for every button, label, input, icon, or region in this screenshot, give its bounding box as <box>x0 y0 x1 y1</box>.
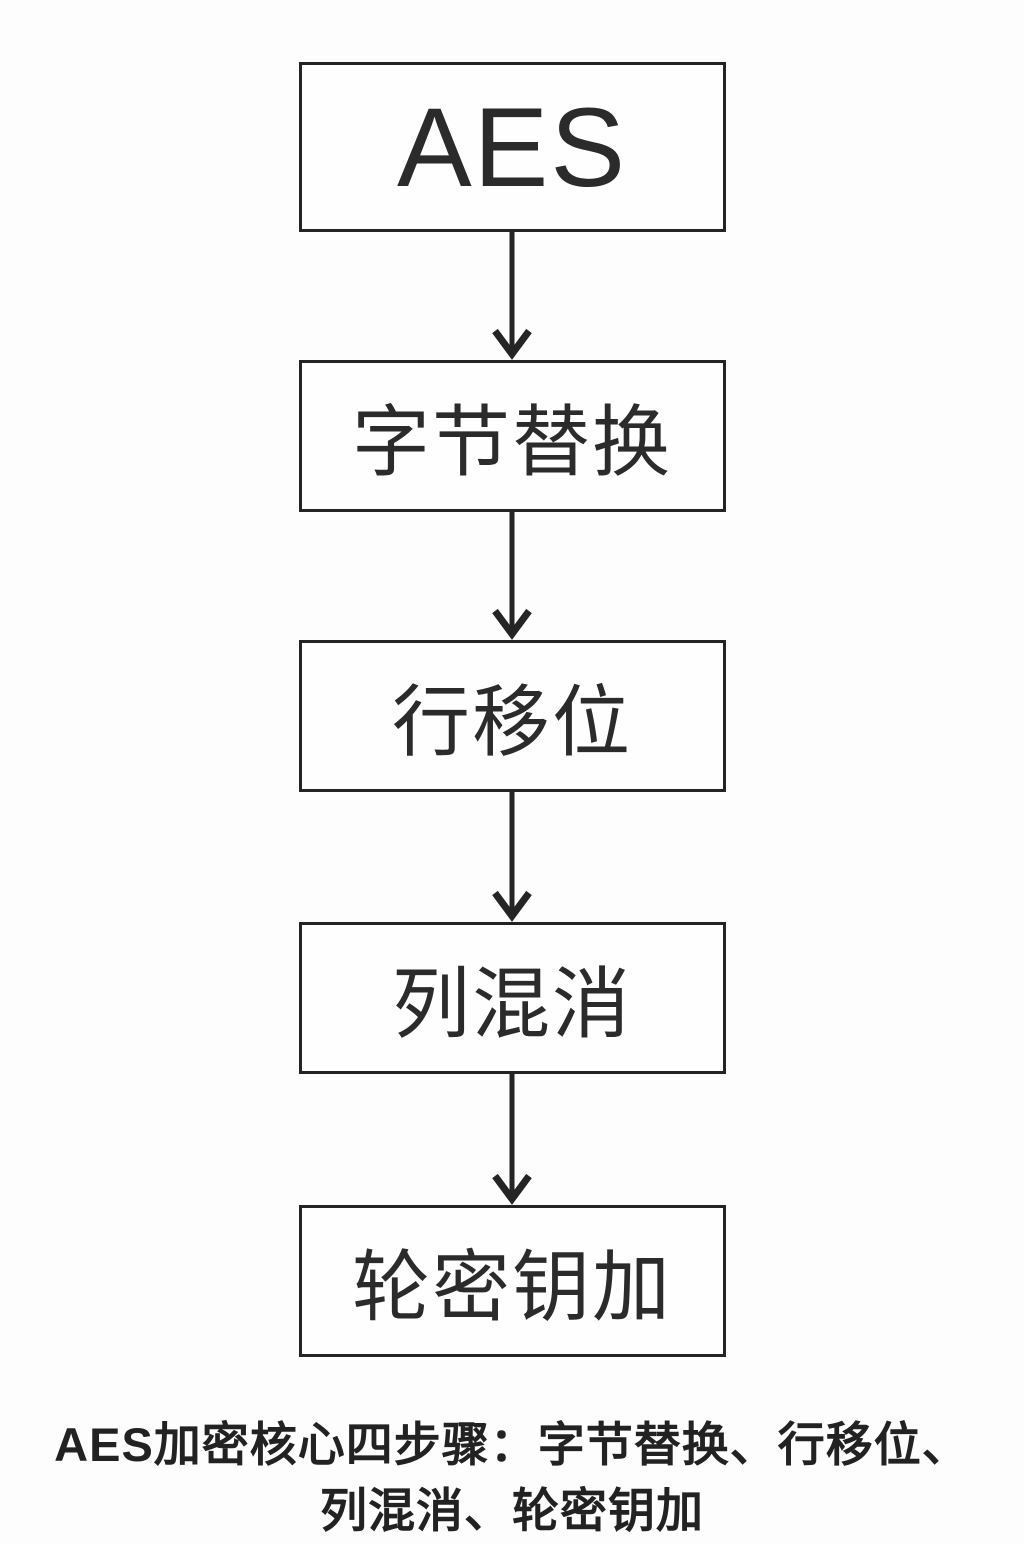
flow-node-round-key-add-label: 轮密钥加 <box>351 1243 672 1331</box>
arrow-down-icon <box>492 1074 532 1205</box>
flow-node-byte-substitution-label: 字节替换 <box>351 398 672 486</box>
flowchart: AES 字节替换 行移位 列混消 轮密钥加 <box>298 62 726 1357</box>
arrow-down-icon <box>492 512 532 640</box>
arrow-down-icon <box>492 232 532 360</box>
flow-node-aes-label: AES <box>396 84 628 210</box>
figure-caption-line2: 列混消、轮密钥加 <box>320 1484 704 1537</box>
flow-node-aes: AES <box>298 62 726 232</box>
flow-node-round-key-add: 轮密钥加 <box>298 1205 726 1357</box>
figure-caption-line1: AES加密核心四步骤：字节替换、行移位、 <box>54 1418 970 1471</box>
flow-node-row-shift-label: 行移位 <box>391 678 632 766</box>
flow-node-column-mix-label: 列混消 <box>391 960 632 1048</box>
arrow-down-icon <box>492 792 532 922</box>
flow-node-byte-substitution: 字节替换 <box>298 360 726 512</box>
flow-node-row-shift: 行移位 <box>298 640 726 792</box>
flow-node-column-mix: 列混消 <box>298 922 726 1074</box>
figure-caption: AES加密核心四步骤：字节替换、行移位、 列混消、轮密钥加 <box>12 1412 1012 1544</box>
